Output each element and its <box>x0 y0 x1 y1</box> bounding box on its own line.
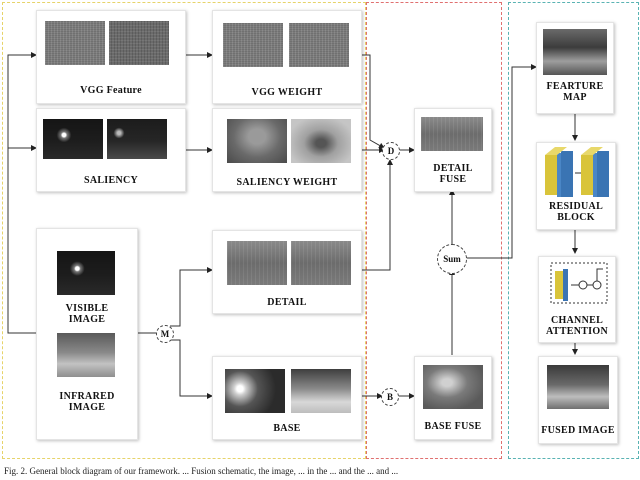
visible-image <box>57 251 115 295</box>
vgg-weight-panel: VGG WEIGHT <box>212 10 362 104</box>
vgg-feature-label: VGG Feature <box>80 85 142 96</box>
figure-caption: Fig. 2. General block diagram of our fra… <box>4 466 399 476</box>
detail-fuse-label: DETAIL FUSE <box>433 163 473 185</box>
base-image-1 <box>225 369 285 413</box>
saliency-panel: SALIENCY <box>36 108 186 192</box>
channel-attention-icon <box>550 262 608 304</box>
node-b: B <box>381 388 399 406</box>
detail-image-2 <box>291 241 351 285</box>
detail-fuse-image <box>421 117 483 151</box>
detail-image-1 <box>227 241 287 285</box>
saliency-weight-panel: SALIENCY WEIGHT <box>212 108 362 192</box>
saliency-weight-label: SALIENCY WEIGHT <box>236 177 338 188</box>
fused-image-panel: FUSED IMAGE <box>538 356 618 444</box>
detail-fuse-panel: DETAIL FUSE <box>414 108 492 192</box>
base-image-2 <box>291 369 351 413</box>
node-m: M <box>156 325 174 343</box>
saliency-weight-image-1 <box>227 119 287 163</box>
saliency-weight-image-2 <box>291 119 351 163</box>
input-images-panel: VISIBLE IMAGE INFRARED IMAGE <box>36 228 138 440</box>
vgg-feature-image-2 <box>109 21 169 65</box>
vgg-weight-image-1 <box>223 23 283 67</box>
visible-image-label: VISIBLE IMAGE <box>65 303 109 325</box>
infrared-image-label: INFRARED IMAGE <box>59 391 115 413</box>
fused-image-label: FUSED IMAGE <box>541 425 615 436</box>
channel-attention-panel: CHANNEL ATTENTION <box>538 256 616 343</box>
vgg-feature-panel: VGG Feature <box>36 10 186 104</box>
fused-image <box>547 365 609 409</box>
region-red <box>366 2 502 459</box>
channel-attention-label: CHANNEL ATTENTION <box>546 315 608 337</box>
node-d: D <box>382 142 400 160</box>
feature-map-label: FEARTURE MAP <box>546 81 604 103</box>
base-fuse-label: BASE FUSE <box>424 421 482 432</box>
vgg-weight-image-2 <box>289 23 349 67</box>
vgg-feature-image-1 <box>45 21 105 65</box>
vgg-weight-label: VGG WEIGHT <box>251 87 323 98</box>
saliency-label: SALIENCY <box>83 175 139 186</box>
residual-block-icon <box>545 147 609 197</box>
infrared-image <box>57 333 115 377</box>
base-label: BASE <box>273 423 301 434</box>
node-sum: Sum <box>437 244 467 274</box>
detail-panel: DETAIL <box>212 230 362 314</box>
base-fuse-panel: BASE FUSE <box>414 356 492 440</box>
residual-block-panel: RESIDUAL BLOCK <box>536 142 616 230</box>
feature-map-image <box>543 29 607 75</box>
base-panel: BASE <box>212 356 362 440</box>
detail-label: DETAIL <box>267 297 307 308</box>
region-teal <box>508 2 639 459</box>
region-yellow <box>2 2 366 459</box>
base-fuse-image <box>423 365 483 409</box>
saliency-image-1 <box>43 119 103 159</box>
saliency-image-2 <box>107 119 167 159</box>
residual-block-label: RESIDUAL BLOCK <box>548 201 604 223</box>
feature-map-panel: FEARTURE MAP <box>536 22 614 114</box>
